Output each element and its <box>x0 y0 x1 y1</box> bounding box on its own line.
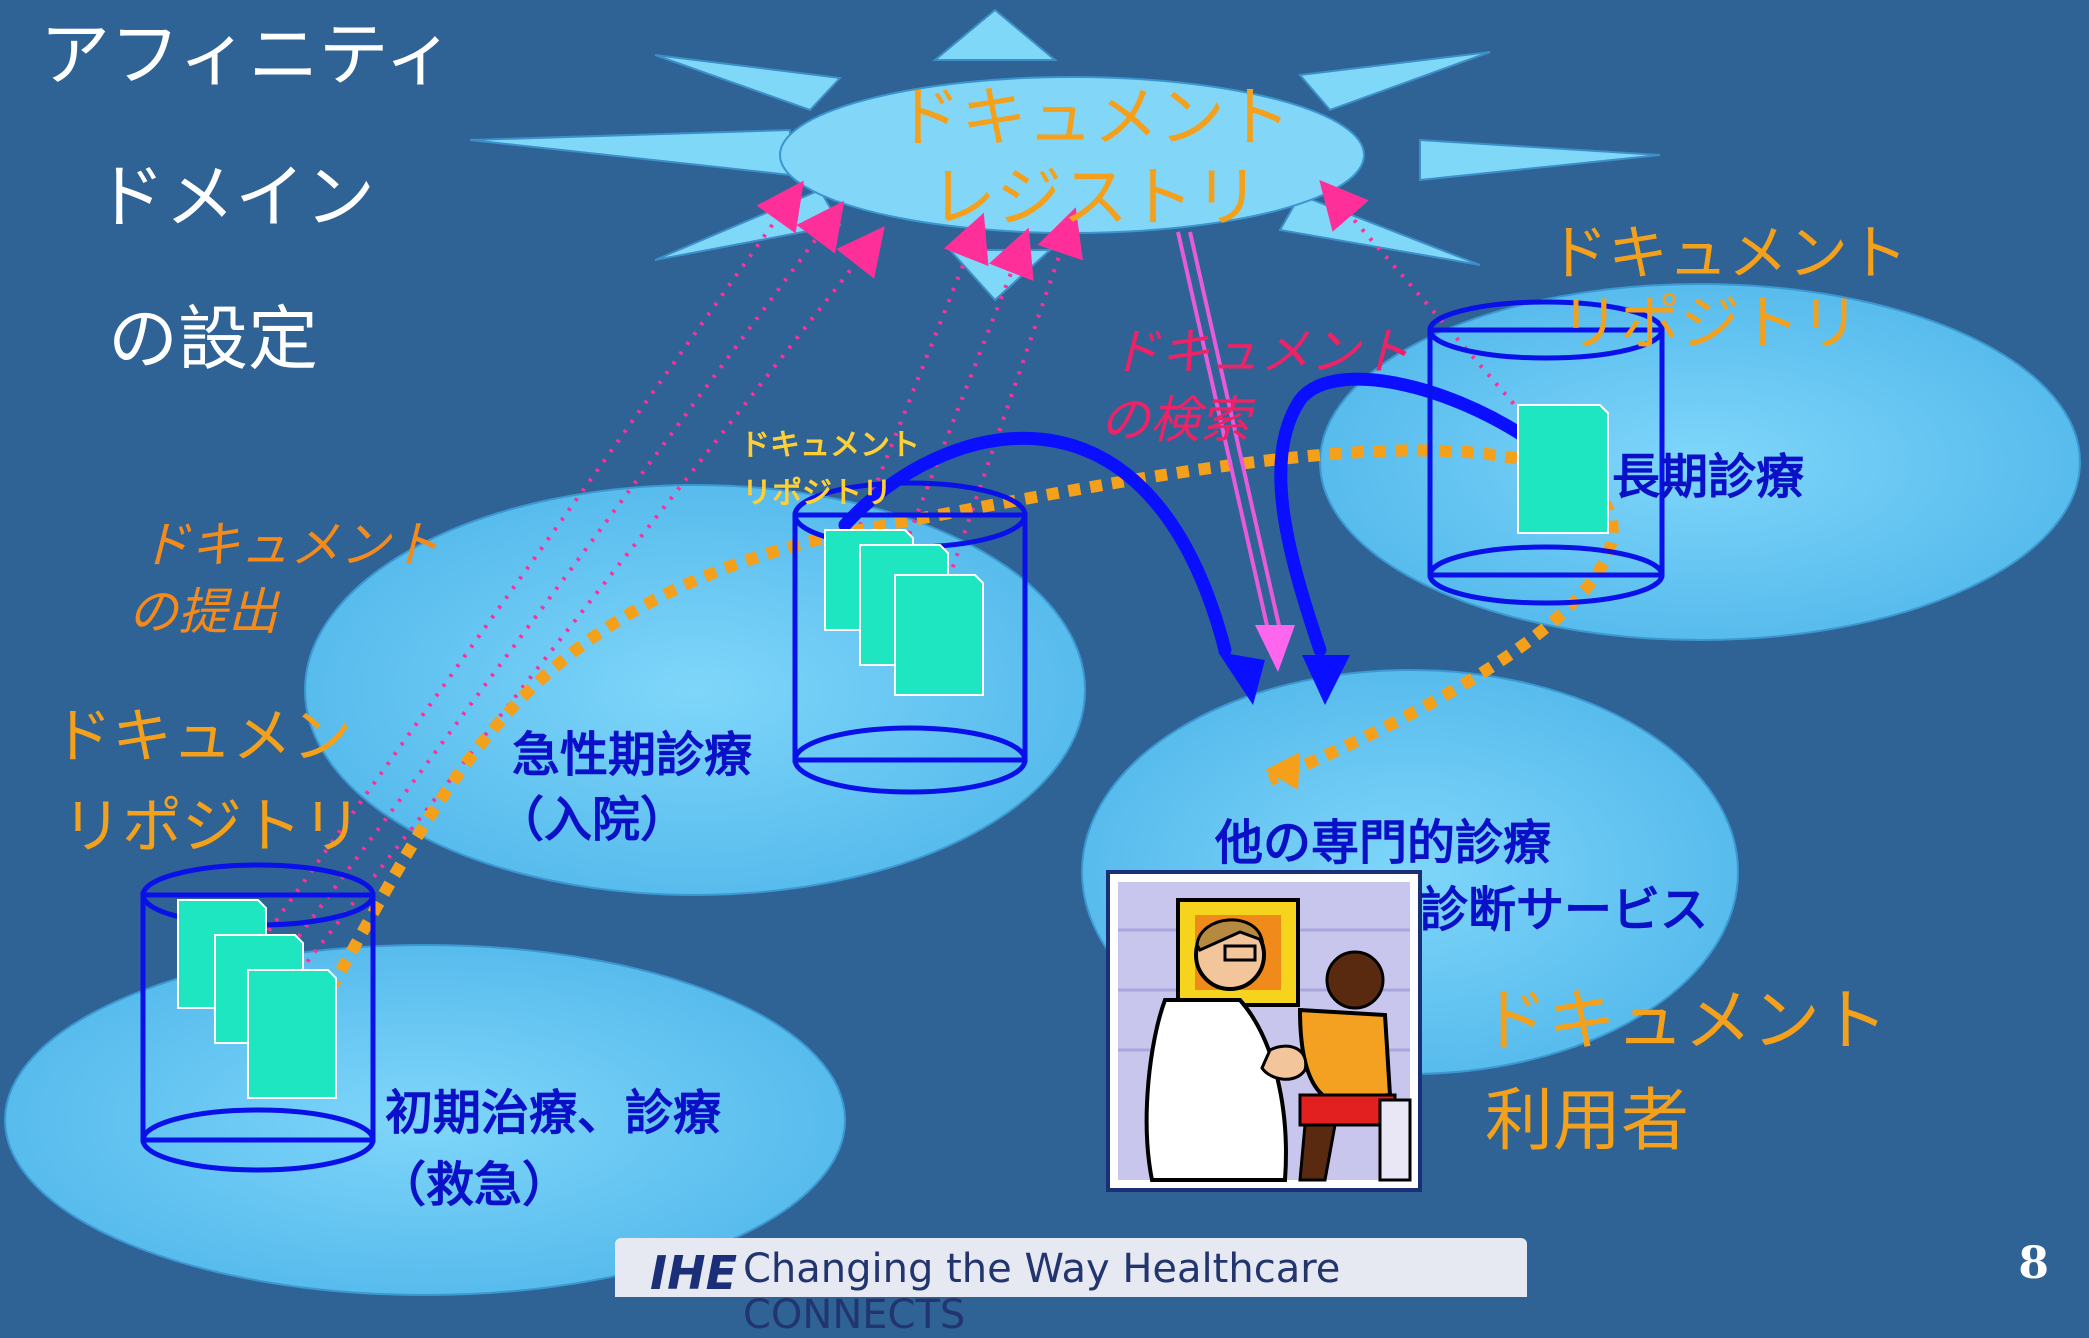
title-line-1: アフィニティ <box>40 14 455 96</box>
specialist-label-2: 診断サービス <box>1420 882 1709 938</box>
long-term-care-domain <box>1319 283 2081 641</box>
long-term-repository-label-2: リポジトリ <box>1560 289 1860 359</box>
diagram-canvas <box>4 8 2081 1296</box>
long-term-care-label: 長期診療 <box>1612 449 1805 505</box>
submission-arrowhead <box>1265 752 1300 790</box>
submit-label-1: ドキュメント <box>140 516 440 574</box>
search-label-1: ドキュメント <box>1110 323 1410 381</box>
search-label-2: の検索 <box>1100 391 1250 449</box>
submission-path <box>324 444 1619 993</box>
initial-care-label-1: 初期治療、診療 <box>385 1085 722 1141</box>
query-lines <box>1176 231 1282 631</box>
acute-repository <box>792 480 1028 795</box>
registry-label-2: レジストリ <box>930 159 1260 236</box>
document-icon <box>894 574 984 696</box>
initial-repository-label-1: ドキュメン <box>52 702 352 772</box>
submit-label-2: の提出 <box>128 583 278 641</box>
retrieve-arrowhead-1 <box>1218 652 1265 705</box>
initial-care-label-2: （救急） <box>378 1157 571 1213</box>
footer-tagline: Changing the Way Healthcare CONNECTS <box>743 1246 1341 1338</box>
title-line-2: ドメイン <box>95 156 375 238</box>
specialist-label-1: 他の専門的診療 <box>1215 815 1552 871</box>
query-arrowhead <box>1255 625 1295 672</box>
footer-banner: IHE Changing the Way Healthcare CONNECTS <box>615 1238 1527 1338</box>
initial-repository-label-2: リポジトリ <box>62 792 362 862</box>
document-icon <box>247 969 337 1099</box>
document-icon <box>1517 404 1609 534</box>
ihe-logo: IHE <box>650 1246 738 1300</box>
title-line-3: の設定 <box>108 298 318 380</box>
page-number: 8 <box>2018 1238 2049 1289</box>
acute-repository-label-1: ドキュメント <box>740 428 920 463</box>
initial-repository <box>140 862 376 1173</box>
consumer-label-1: ドキュメント <box>1480 982 1889 1061</box>
long-term-repository <box>1427 299 1665 606</box>
doctor-patient-clipart <box>1106 870 1422 1192</box>
retrieve-arrowhead-2 <box>1302 655 1350 705</box>
acute-repository-label-2: リポジトリ <box>742 476 892 511</box>
acute-care-label-2: （入院） <box>496 792 689 848</box>
consumer-label-2: 利用者 <box>1485 1082 1690 1161</box>
registry-label-1: ドキュメント <box>895 79 1291 156</box>
long-term-repository-label-1: ドキュメント <box>1548 219 1908 289</box>
register-lines <box>246 179 1547 992</box>
acute-care-label-1: 急性期診療 <box>512 727 753 783</box>
